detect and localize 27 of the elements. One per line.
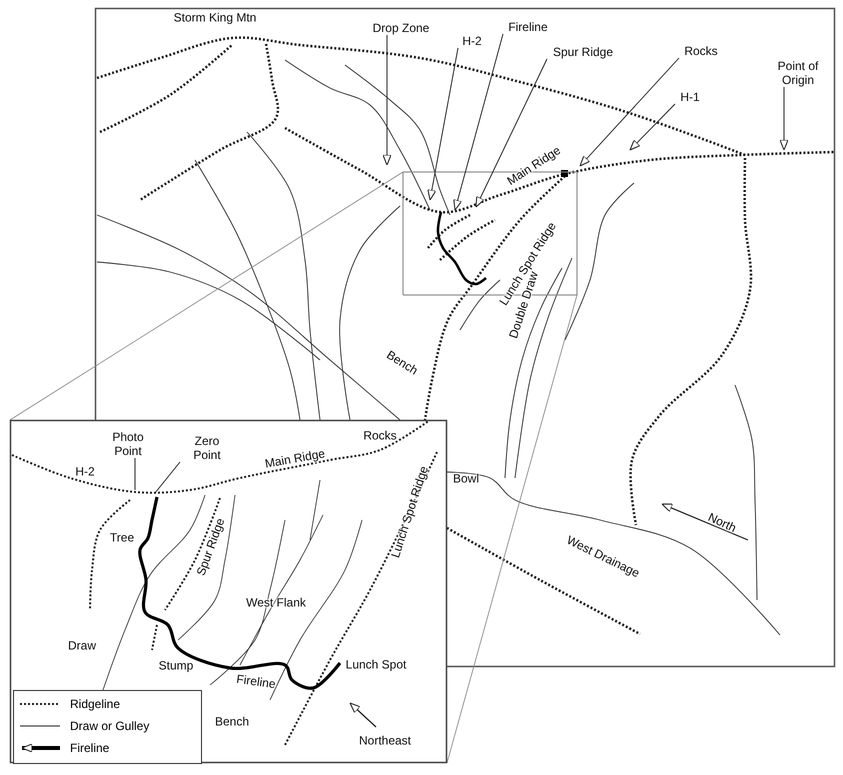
place-label: Storm King Mtn <box>174 12 256 24</box>
leader-line <box>476 58 548 208</box>
compass-label: North <box>706 510 738 536</box>
leader-line <box>580 58 680 166</box>
fireline-label: Fireline <box>236 672 276 692</box>
leader-line <box>630 104 676 150</box>
legend-text: Ridgeline <box>70 697 120 711</box>
place-label: H-2 <box>75 466 95 478</box>
ridge-label: Spur Ridge <box>194 516 228 578</box>
place-label: Bench <box>214 716 250 728</box>
place-label: Bowl <box>453 472 479 486</box>
place-label: Lunch Spot <box>346 658 406 672</box>
leader-line <box>427 48 458 200</box>
leader-line <box>382 34 392 166</box>
leader-line <box>154 462 180 494</box>
place-label: Tree <box>110 532 134 544</box>
leader-line <box>134 458 136 490</box>
legend-text: Fireline <box>70 741 110 755</box>
drainage-label: Draw <box>68 640 96 652</box>
compass-label: Northeast <box>358 734 412 748</box>
place-label: Stump <box>158 660 194 672</box>
leader-line <box>453 34 504 210</box>
legend-text: Draw or Gulley <box>70 719 150 733</box>
ridge-label: Main Ridge <box>264 447 326 471</box>
place-label: Rocks <box>363 430 397 442</box>
ridge-label: Lunch Spot Ridge <box>389 464 431 560</box>
leader-line <box>780 86 788 150</box>
